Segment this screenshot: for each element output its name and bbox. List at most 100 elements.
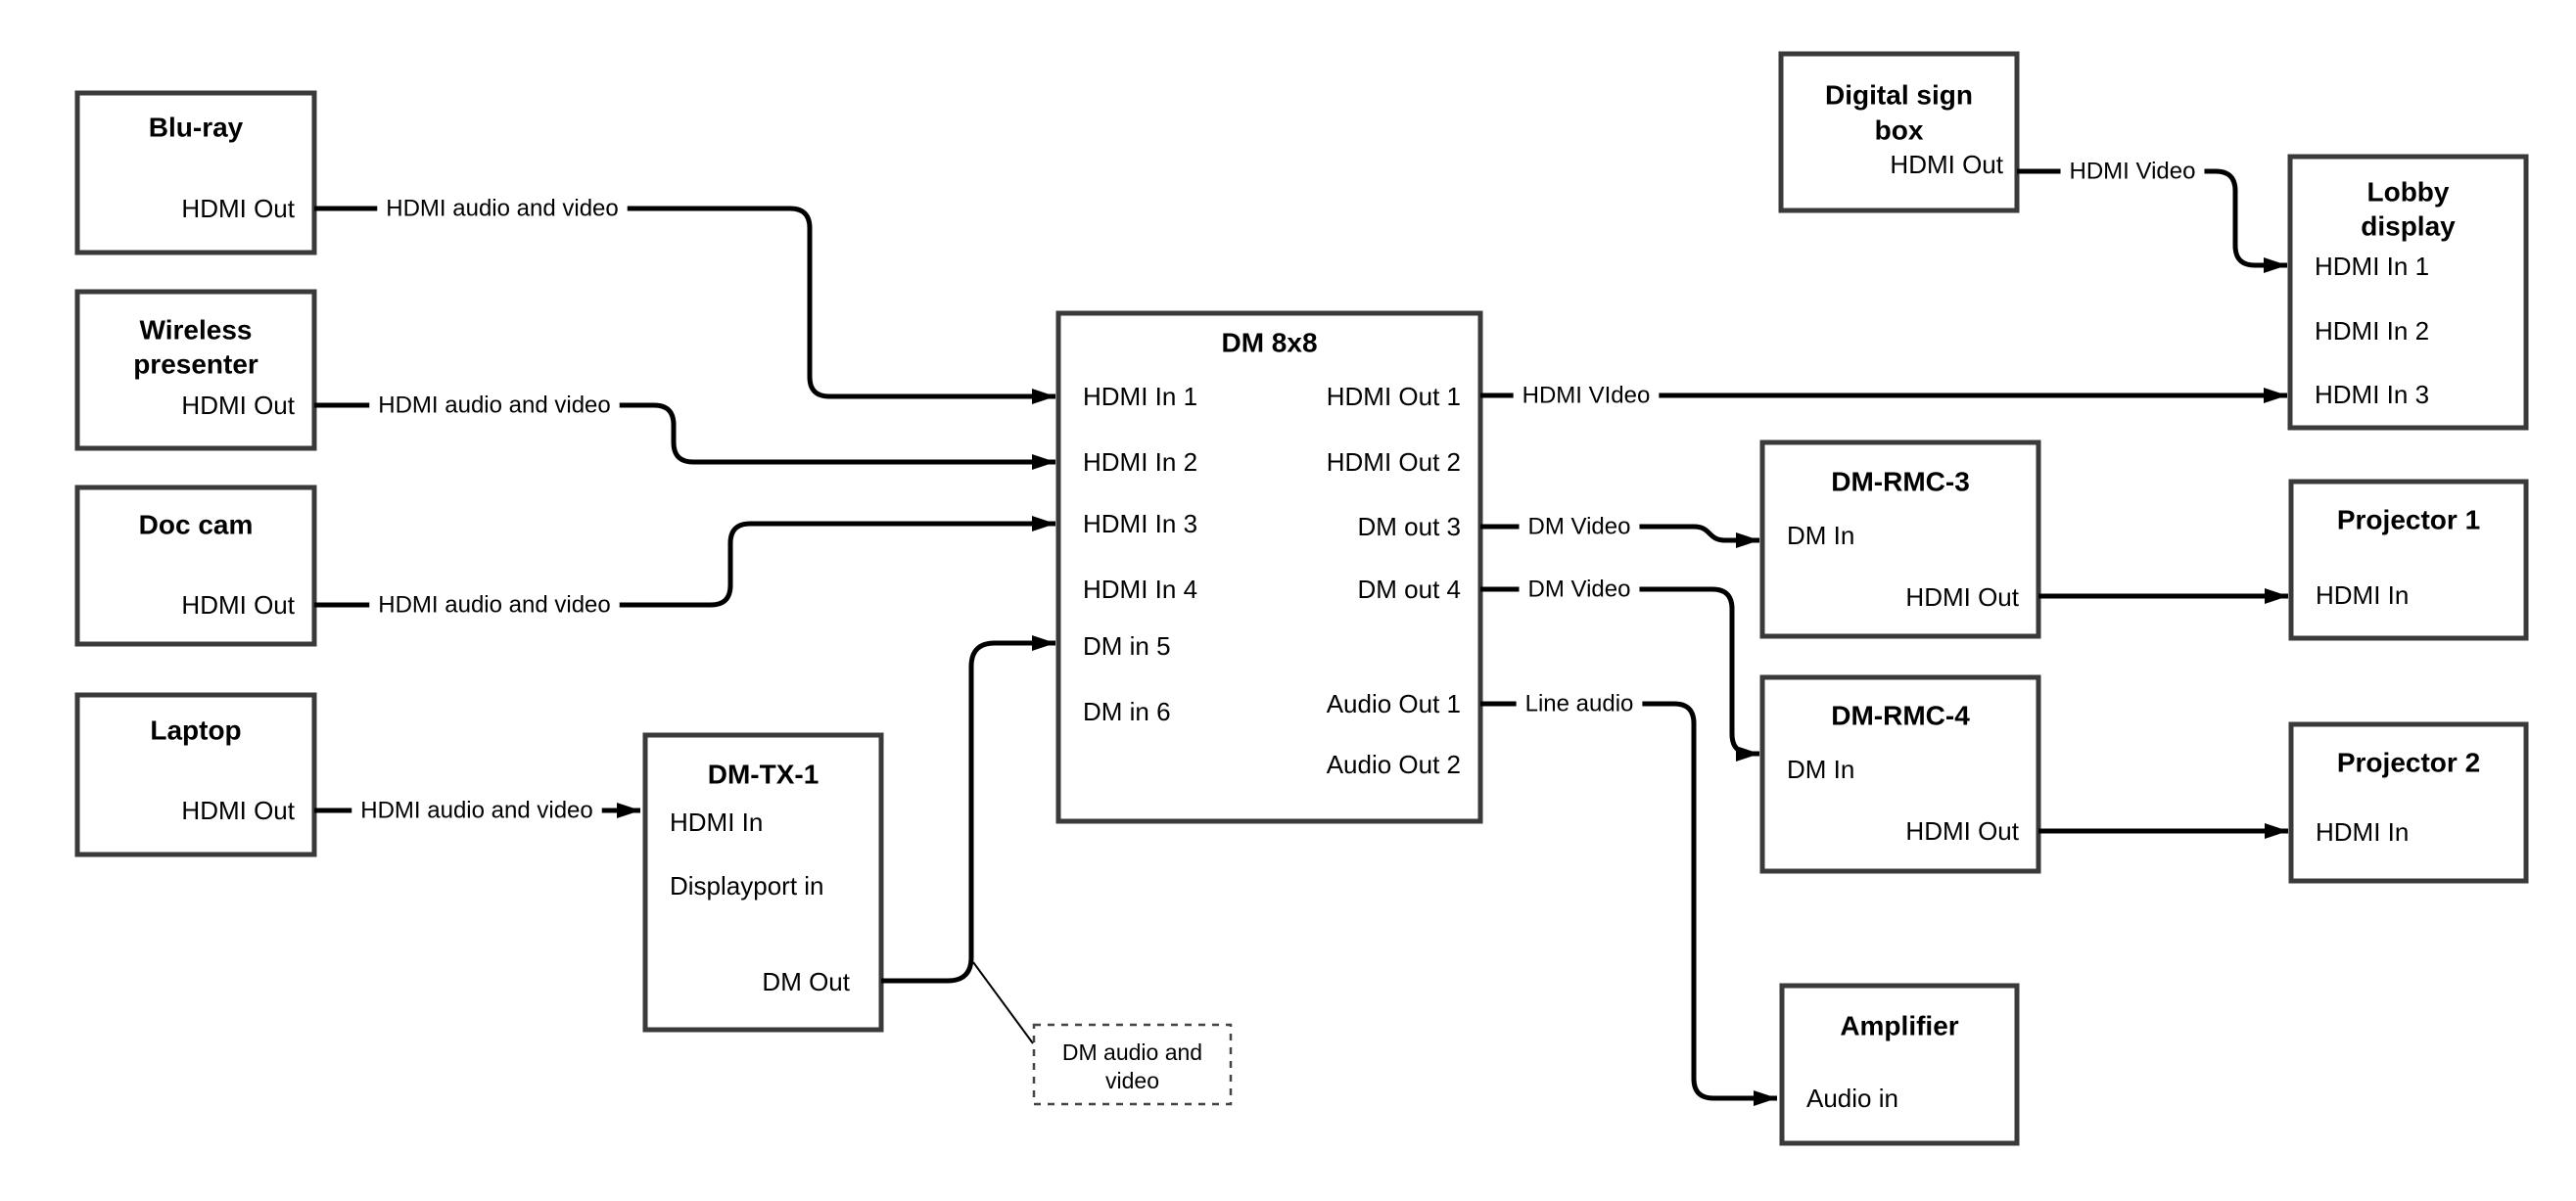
port-dm-tx-1-dm-out: DM Out	[762, 967, 850, 996]
wire-dm8x8-dm-out-3-to-dm-rmc-3-dm-in-label-bg	[1519, 509, 1640, 544]
port-dm-8x8-dm-in-5: DM in 5	[1083, 631, 1171, 661]
port-dm-8x8-hdmi-in-2: HDMI In 2	[1083, 447, 1197, 477]
port-dm-rmc-4-hdmi-out: HDMI Out	[1905, 816, 2019, 846]
node-box-wireless-presenter	[74, 289, 317, 451]
port-projector-2-hdmi-in: HDMI In	[2316, 817, 2409, 847]
node-box-amplifier	[1779, 983, 2020, 1146]
wire-dm8x8-audio-out-1-to-amplifier-audio-in	[1480, 701, 1777, 1106]
node-title-dm-tx-1: DM-TX-1	[708, 760, 820, 790]
node-dm-rmc-4: DM-RMC-4 DM In HDMI Out	[1759, 674, 2041, 874]
wire-dm8x8-hdmi-out-1-to-lobby-hdmi-in-3-label-bg	[1513, 378, 1660, 413]
node-box-blu-ray	[74, 90, 317, 255]
wire-dm8x8-dm-out-4-to-dm-rmc-4-dm-in	[1480, 586, 1759, 762]
port-dm-rmc-3-hdmi-out: HDMI Out	[1905, 582, 2019, 612]
wire-dm8x8-dm-out-4-to-dm-rmc-4-dm-in-label-bg	[1519, 572, 1640, 607]
node-box-dm-8x8	[1055, 310, 1483, 824]
wire-digital-sign-to-lobby-hdmi-in-1-label: HDMI Video	[2070, 159, 2196, 185]
node-box-laptop	[74, 692, 317, 857]
wire-dm-tx-1-dm-out-to-dm8x8-dm-in-5	[881, 635, 1055, 984]
node-dm-rmc-3: DM-RMC-3 DM In HDMI Out	[1759, 439, 2041, 639]
node-title-wireless-presenter: presenter	[133, 349, 258, 380]
port-dm-8x8-hdmi-in-3: HDMI In 3	[1083, 509, 1197, 538]
wire-doc-cam-to-dm8x8-hdmi-in-3-label: HDMI audio and video	[378, 592, 610, 619]
port-blu-ray-hdmi-out: HDMI Out	[181, 194, 295, 223]
wire-dm8x8-hdmi-out-1-to-lobby-hdmi-in-3-label: HDMI VIdeo	[1522, 383, 1651, 409]
port-dm-tx-1-displayport-in: Displayport in	[670, 871, 824, 901]
node-projector-1: Projector 1 HDMI In	[2288, 479, 2529, 641]
node-box-dm-rmc-3	[1759, 439, 2041, 639]
node-title-laptop: Laptop	[150, 716, 241, 746]
port-dm-8x8-audio-out-2: Audio Out 2	[1327, 750, 1461, 779]
port-wireless-presenter-hdmi-out: HDMI Out	[181, 391, 295, 420]
port-amplifier-audio-in: Audio in	[1806, 1084, 1898, 1113]
port-doc-cam-hdmi-out: HDMI Out	[181, 590, 295, 620]
note-text: DM audio and	[1062, 1039, 1202, 1065]
node-title-amplifier: Amplifier	[1840, 1011, 1958, 1041]
node-box-doc-cam	[74, 485, 317, 647]
node-box-projector-2	[2288, 721, 2529, 884]
wire-wireless-presenter-to-dm8x8-hdmi-in-2-label-bg	[369, 388, 620, 423]
port-lobby-display-hdmi-in-3: HDMI In 3	[2315, 380, 2429, 409]
node-title-digital-sign-box: box	[1875, 115, 1924, 146]
wire-dm8x8-dm-out-3-to-dm-rmc-3-dm-in-label: DM Video	[1528, 514, 1631, 540]
node-title-projector-2: Projector 2	[2337, 748, 2480, 778]
port-lobby-display-hdmi-in-2: HDMI In 2	[2315, 316, 2429, 346]
node-box-projector-1	[2288, 479, 2529, 641]
port-dm-tx-1-hdmi-in: HDMI In	[670, 808, 763, 837]
wire-doc-cam-to-dm8x8-hdmi-in-3-label-bg	[369, 587, 620, 623]
port-lobby-display-hdmi-in-1: HDMI In 1	[2315, 252, 2429, 281]
node-title-wireless-presenter: Wireless	[140, 315, 253, 346]
node-title-lobby-display: Lobby	[2367, 177, 2450, 208]
node-box-dm-tx-1	[642, 732, 884, 1033]
node-title-digital-sign-box: Digital sign	[1825, 80, 1973, 111]
node-box-lobby-display	[2287, 154, 2529, 431]
node-box-dm-rmc-4	[1759, 674, 2041, 874]
node-projector-2: Projector 2 HDMI In	[2288, 721, 2529, 884]
port-dm-8x8-dm-in-6: DM in 6	[1083, 697, 1171, 726]
wire-wireless-presenter-to-dm8x8-hdmi-in-2	[314, 402, 1055, 470]
node-title-lobby-display: display	[2361, 211, 2456, 242]
wire-bluray-to-dm8x8-hdmi-in-1	[314, 206, 1055, 404]
node-title-dm-rmc-4: DM-RMC-4	[1831, 701, 1970, 731]
port-dm-8x8-audio-out-1: Audio Out 1	[1327, 689, 1461, 718]
port-dm-8x8-hdmi-out-2: HDMI Out 2	[1327, 447, 1461, 477]
node-title-doc-cam: Doc cam	[139, 510, 254, 540]
wire-bluray-to-dm8x8-hdmi-in-1-label: HDMI audio and video	[386, 196, 618, 222]
wire-doc-cam-to-dm8x8-hdmi-in-3	[314, 516, 1055, 608]
node-title-projector-1: Projector 1	[2337, 505, 2480, 535]
port-dm-8x8-hdmi-out-1: HDMI Out 1	[1327, 382, 1461, 411]
wire-digital-sign-to-lobby-hdmi-in-1-label-bg	[2060, 154, 2205, 189]
node-title-dm-rmc-3: DM-RMC-3	[1831, 467, 1970, 497]
note-text: video	[1105, 1068, 1159, 1093]
port-dm-rmc-4-dm-in: DM In	[1787, 755, 1854, 784]
port-projector-1-hdmi-in: HDMI In	[2316, 580, 2409, 610]
port-dm-8x8-hdmi-in-4: HDMI In 4	[1083, 575, 1197, 604]
node-title-blu-ray: Blu-ray	[149, 113, 244, 143]
wire-dm8x8-audio-out-1-to-amplifier-audio-in-label-bg	[1516, 686, 1643, 721]
node-box-digital-sign-box	[1778, 51, 2020, 213]
port-dm-8x8-dm-out-4: DM out 4	[1358, 575, 1462, 604]
wire-dm8x8-dm-out-4-to-dm-rmc-4-dm-in-label: DM Video	[1528, 577, 1631, 603]
port-digital-sign-box-hdmi-out: HDMI Out	[1890, 150, 2003, 179]
wire-laptop-to-dm-tx-1-hdmi-in-label-bg	[351, 793, 602, 828]
port-dm-8x8-dm-out-3: DM out 3	[1358, 512, 1462, 541]
port-dm-8x8-hdmi-in-1: HDMI In 1	[1083, 382, 1197, 411]
wire-dm8x8-dm-out-3-to-dm-rmc-3-dm-in	[1480, 524, 1759, 548]
wire-wireless-presenter-to-dm8x8-hdmi-in-2-label: HDMI audio and video	[378, 393, 610, 419]
wire-bluray-to-dm8x8-hdmi-in-1-label-bg	[377, 191, 628, 226]
port-dm-rmc-3-dm-in: DM In	[1787, 521, 1854, 550]
note-box	[1032, 1023, 1233, 1106]
dm-audio-video-note: DM audio and video	[972, 961, 1233, 1106]
node-title-dm-8x8: DM 8x8	[1221, 328, 1317, 358]
port-laptop-hdmi-out: HDMI Out	[181, 796, 295, 825]
